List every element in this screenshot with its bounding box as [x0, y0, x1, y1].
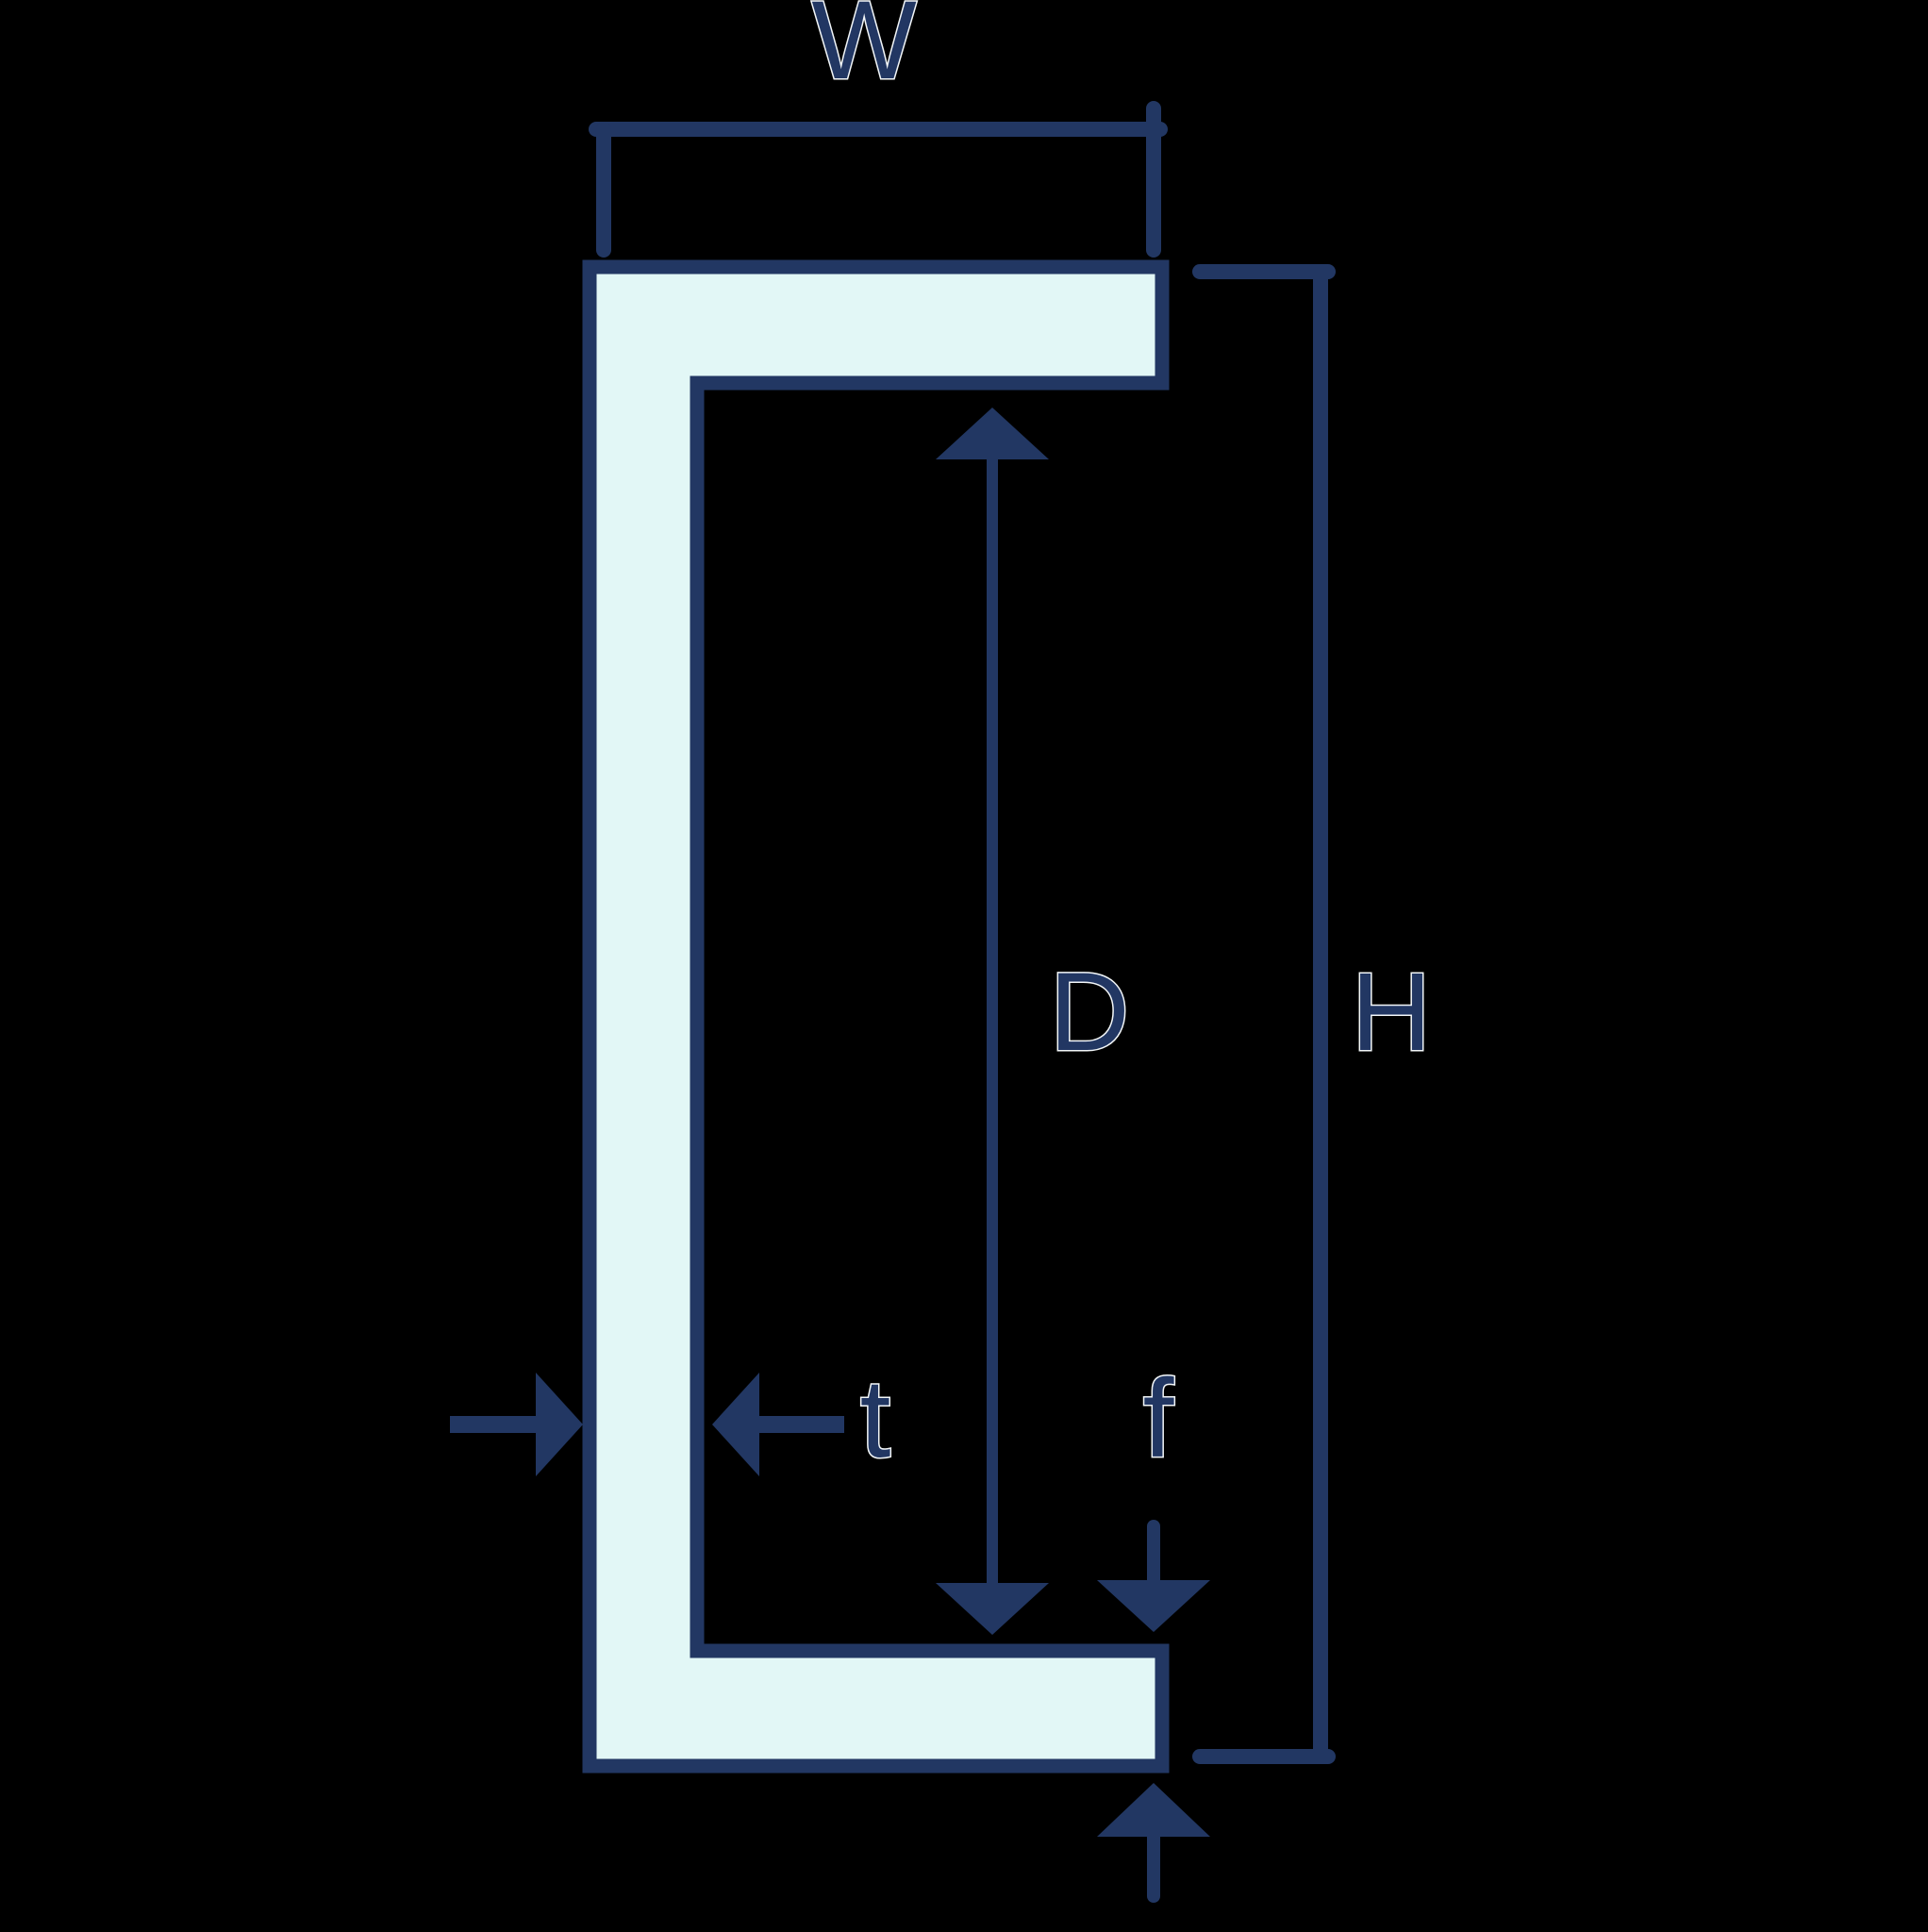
- d-label: D: [1049, 950, 1129, 1074]
- f-arrowhead-up: [1097, 1783, 1210, 1837]
- h-label: H: [1351, 950, 1431, 1074]
- dimension-w: W: [589, 0, 1168, 258]
- d-arrowhead-down: [936, 1583, 1049, 1635]
- dimension-f: f: [1097, 1356, 1210, 1903]
- t-arrowhead-right: [536, 1373, 583, 1476]
- f-label: f: [1143, 1357, 1174, 1481]
- w-label: W: [811, 0, 916, 103]
- f-arrowhead-down: [1097, 1580, 1210, 1632]
- c-channel-profile: [582, 259, 1170, 1774]
- dimension-d: D: [936, 408, 1131, 1635]
- dimension-t: t: [450, 1356, 892, 1483]
- t-label: t: [860, 1357, 891, 1481]
- channel-outline: [582, 259, 1170, 1774]
- t-arrowhead-left: [712, 1373, 759, 1476]
- dimension-h: H: [1192, 264, 1433, 1764]
- d-arrowhead-up: [936, 408, 1049, 459]
